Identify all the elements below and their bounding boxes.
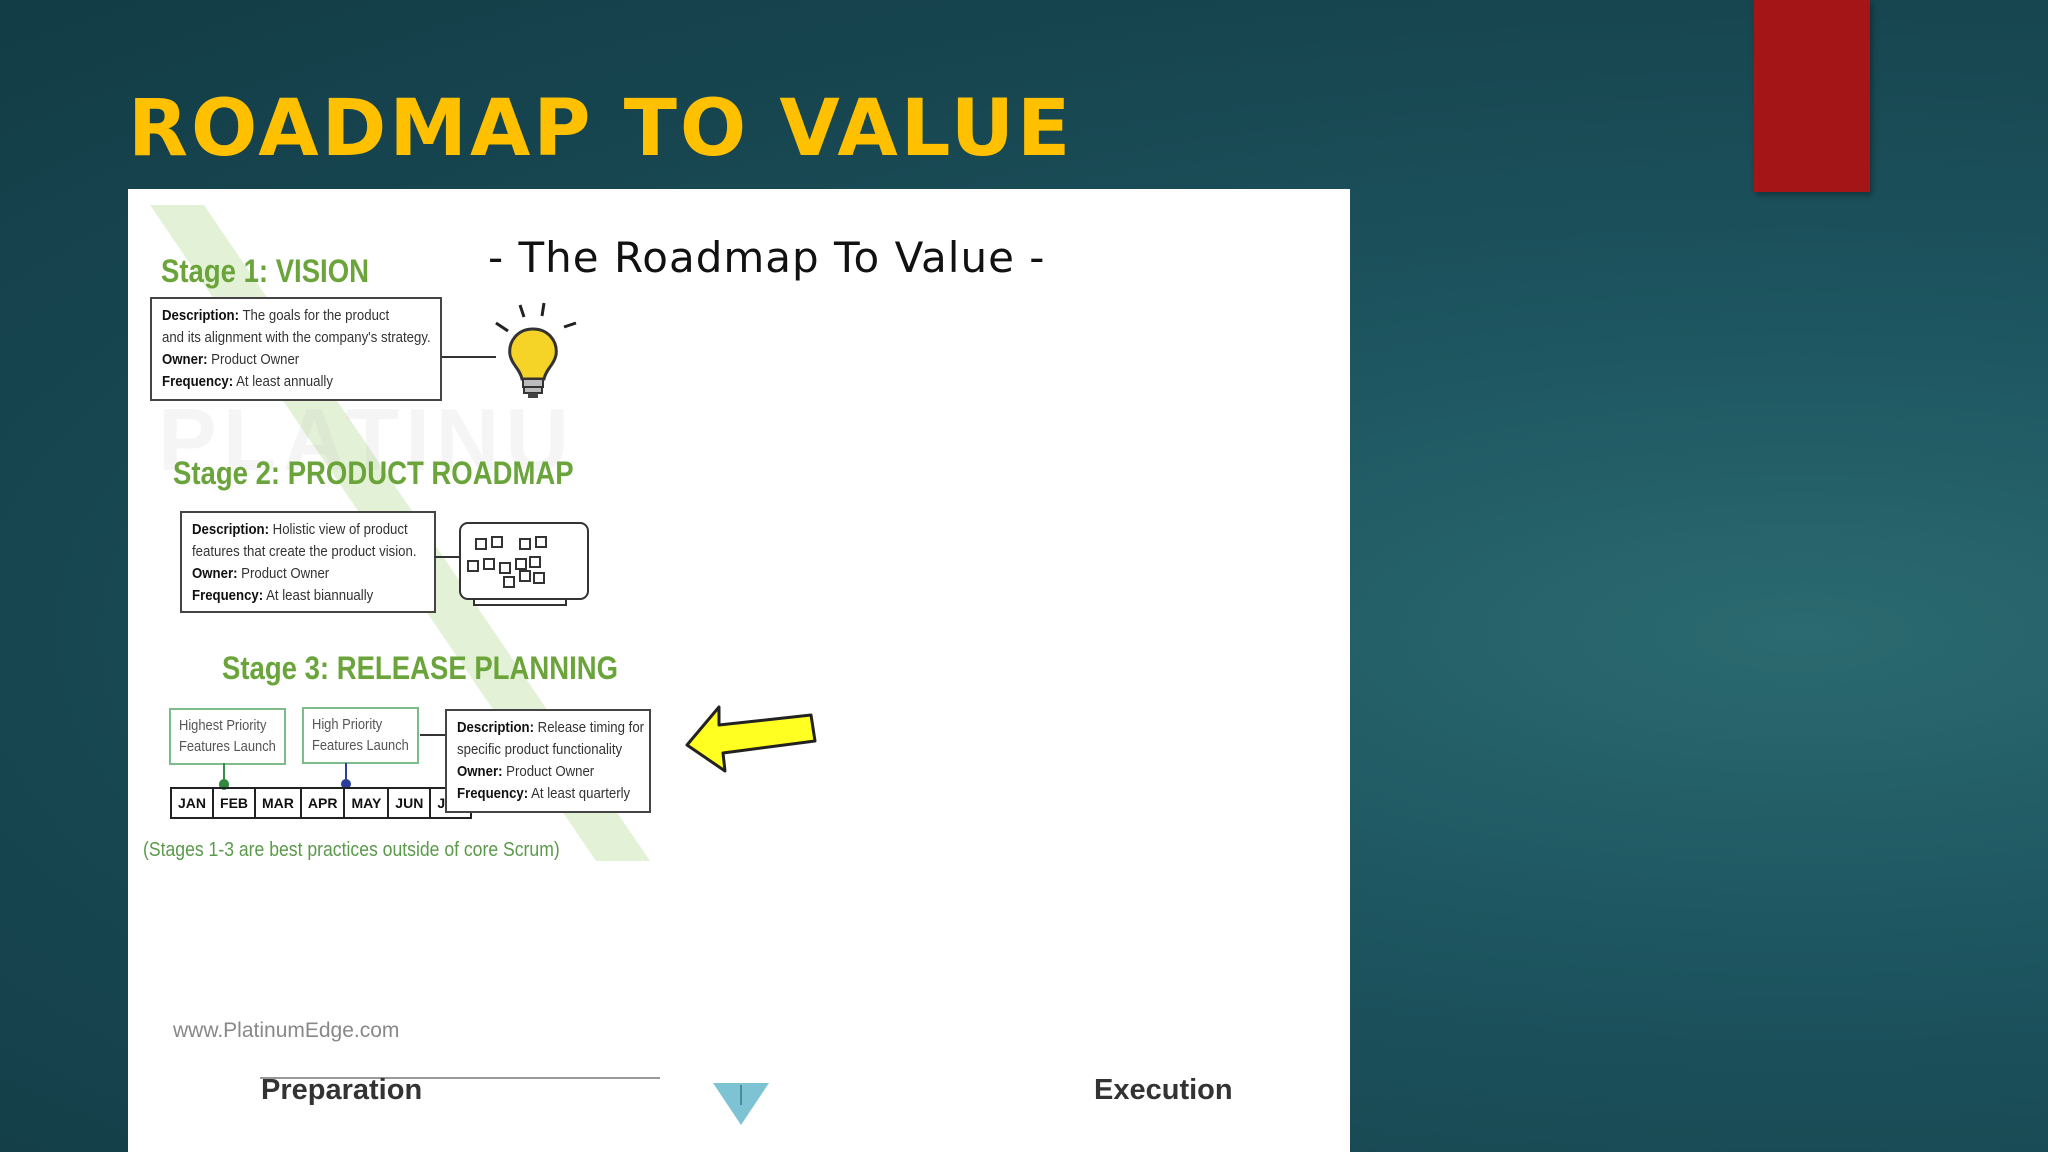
stage3-description-box: Description: Release timing for specific… [445, 709, 651, 813]
stage2-owner: Product Owner [241, 565, 330, 582]
watermark-text: PLATINU [158, 390, 575, 489]
stage2-title: Stage 2: PRODUCT ROADMAP [173, 455, 574, 491]
website-credit: www.PlatinumEdge.com [173, 1019, 400, 1042]
milestone-markers [219, 763, 351, 789]
month-timeline: JAN FEB MAR APR MAY JUN JUL [170, 787, 472, 819]
preparation-underline [260, 1077, 660, 1079]
stage1-description-line2: and its alignment with the company's str… [162, 329, 431, 346]
stage3-frequency: At least quarterly [531, 785, 631, 802]
month-may: MAY [345, 789, 390, 817]
stages-note: (Stages 1-3 are best practices outside o… [143, 839, 560, 861]
stage1-owner: Product Owner [211, 351, 300, 368]
highest-priority-launch-box: Highest Priority Features Launch [169, 708, 286, 765]
stage3-owner: Product Owner [506, 763, 595, 780]
stage2-owner-label: Owner: [192, 565, 238, 582]
stage2-frequency: At least biannually [266, 587, 374, 604]
month-mar: MAR [256, 789, 302, 817]
stage3-frequency-label: Frequency: [457, 785, 529, 802]
stage3-owner-label: Owner: [457, 763, 503, 780]
stage1-frequency: At least annually [236, 373, 333, 390]
stage1-frequency-label: Frequency: [162, 373, 234, 390]
arrow-icon [685, 705, 817, 773]
stage2-description-label: Description: [192, 521, 270, 538]
figure-title: - The Roadmap To Value - [488, 233, 1046, 282]
stage2-description-line1: Holistic view of product [272, 521, 408, 538]
stage3-description-label: Description: [457, 719, 535, 736]
month-apr: APR [302, 789, 346, 817]
stage3-connector [420, 734, 446, 736]
launch2-line2: Features Launch [312, 737, 409, 754]
month-jun: JUN [389, 789, 432, 817]
stage1-description-line1: The goals for the product [242, 307, 390, 324]
stage1-title: Stage 1: VISION [161, 253, 369, 289]
stage2-description-box: Description: Holistic view of product fe… [180, 511, 436, 613]
month-feb: FEB [214, 789, 257, 817]
stage1-description-label: Description: [162, 307, 240, 324]
lightbulb-icon [442, 302, 577, 398]
roadmap-figure: PLATINU - The Roadmap To Value - Stage 1… [128, 189, 1350, 1152]
slide-title: ROADMAP TO VALUE [128, 84, 1074, 174]
stage3-description-line2: specific product functionality [457, 741, 623, 758]
launch1-line1: Highest Priority [179, 717, 267, 734]
board-icon [434, 522, 589, 606]
stage3-description-line1: Release timing for [537, 719, 645, 736]
accent-red-bar [1754, 0, 1870, 192]
stage2-description-line2: features that create the product vision. [192, 543, 417, 560]
month-jan: JAN [172, 789, 215, 817]
high-priority-launch-box: High Priority Features Launch [302, 707, 419, 764]
stage1-description-box: Description: The goals for the product a… [150, 297, 442, 401]
phase-preparation: Preparation [261, 1074, 423, 1106]
launch2-line1: High Priority [312, 716, 383, 733]
stage2-frequency-label: Frequency: [192, 587, 264, 604]
phase-execution: Execution [1094, 1074, 1233, 1106]
launch1-line2: Features Launch [179, 738, 276, 755]
stage3-title: Stage 3: RELEASE PLANNING [222, 650, 619, 686]
triangle-marker-icon [713, 1083, 769, 1125]
stage1-owner-label: Owner: [162, 351, 208, 368]
